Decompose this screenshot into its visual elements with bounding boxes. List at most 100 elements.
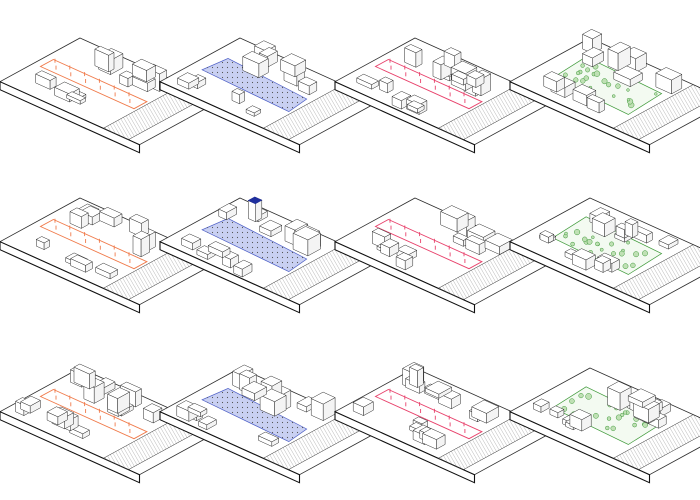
building-roof <box>624 218 639 226</box>
corridor-band <box>374 58 483 110</box>
building-roof <box>539 230 555 238</box>
building-roof <box>99 207 123 219</box>
ground-edge <box>159 410 301 484</box>
building-roof <box>484 232 513 247</box>
building-roof <box>440 205 469 220</box>
tree-canopy <box>580 63 585 68</box>
building-roof <box>258 47 278 57</box>
tree-canopy <box>576 71 581 76</box>
building-roof <box>352 396 374 408</box>
corridor-band <box>39 218 148 270</box>
building-roof <box>450 60 478 74</box>
building-roof <box>79 205 104 218</box>
tree-canopy <box>569 398 575 404</box>
building-roof <box>142 403 163 414</box>
tree-canopy <box>626 88 630 92</box>
building-roof <box>404 44 423 54</box>
building-roof <box>131 58 157 71</box>
building-roof <box>607 381 632 394</box>
tree-canopy <box>573 77 579 83</box>
panel-r1c3 <box>334 37 556 154</box>
tree-canopy <box>623 410 628 415</box>
building-roof <box>95 262 119 274</box>
building-roof <box>292 226 321 241</box>
panel-r3c2 <box>159 364 381 484</box>
building-roof <box>241 381 268 394</box>
building-roof <box>378 76 394 84</box>
building-roof <box>66 91 87 101</box>
tree-canopy <box>642 422 648 428</box>
panel-r3c4 <box>509 367 700 484</box>
building-roof <box>132 230 151 240</box>
tree-canopy <box>610 425 616 432</box>
tree-canopy <box>622 263 629 270</box>
tree-canopy <box>595 241 600 247</box>
panel-r2c1 <box>0 197 221 314</box>
ground-edge <box>509 80 651 154</box>
panel-r3c3 <box>334 362 556 484</box>
panel-r2c4 <box>509 197 700 314</box>
panel-r2c3 <box>334 197 556 314</box>
tree-canopy <box>578 393 584 399</box>
ground-edge <box>509 240 651 314</box>
building-roof <box>627 388 656 403</box>
landmark-roof <box>247 196 263 205</box>
building-roof <box>310 391 336 405</box>
building-roof <box>280 53 307 67</box>
building-roof <box>128 213 149 224</box>
tree-canopy <box>605 425 610 431</box>
building-roof <box>20 395 41 407</box>
tree-canopy <box>593 412 599 419</box>
ground-edge <box>0 81 141 154</box>
tree-canopy <box>606 416 612 421</box>
tree-canopy <box>609 241 615 247</box>
building-side <box>108 51 115 73</box>
building-roof <box>297 76 318 87</box>
tree-canopy <box>580 78 586 84</box>
building-roof <box>94 45 115 56</box>
building-roof <box>532 398 550 407</box>
building-roof <box>549 405 565 413</box>
building-roof <box>35 70 57 81</box>
ground-edge <box>334 410 476 484</box>
tree-canopy <box>593 70 601 77</box>
building-roof <box>422 428 446 440</box>
tree-canopy <box>583 75 589 81</box>
building-roof <box>443 47 462 57</box>
building-roof <box>180 233 202 244</box>
building-roof <box>119 381 143 393</box>
building-roof <box>591 212 616 225</box>
tree-canopy <box>606 82 612 88</box>
building-roof <box>35 236 51 244</box>
building-roof <box>607 41 631 54</box>
building-roof <box>581 29 603 40</box>
building-roof <box>466 223 496 238</box>
building-roof <box>70 254 93 266</box>
building-roof <box>356 73 380 85</box>
building-roof <box>107 387 131 399</box>
landmark-tower-side <box>248 200 256 223</box>
ground-edge <box>0 411 141 484</box>
building-roof <box>569 408 592 420</box>
corridor-band <box>374 388 483 440</box>
tree-canopy <box>633 251 640 258</box>
corridor-band <box>39 58 148 110</box>
rail-strip <box>612 244 700 300</box>
rail-strip <box>612 84 700 140</box>
building-roof <box>231 88 246 95</box>
building-roof <box>471 399 500 414</box>
tree-canopy <box>586 238 593 245</box>
panel-r1c2 <box>159 37 381 154</box>
building-roof <box>572 84 597 96</box>
building-roof <box>594 255 612 264</box>
tree-canopy <box>615 414 622 421</box>
building-roof <box>424 380 453 395</box>
corridor-band <box>374 218 483 270</box>
building-roof <box>260 375 283 387</box>
tree-canopy <box>591 235 595 240</box>
building-roof <box>257 431 280 443</box>
ground-edge <box>159 80 301 154</box>
building-roof <box>187 403 208 413</box>
building-roof <box>242 51 269 64</box>
building-roof <box>586 94 606 104</box>
